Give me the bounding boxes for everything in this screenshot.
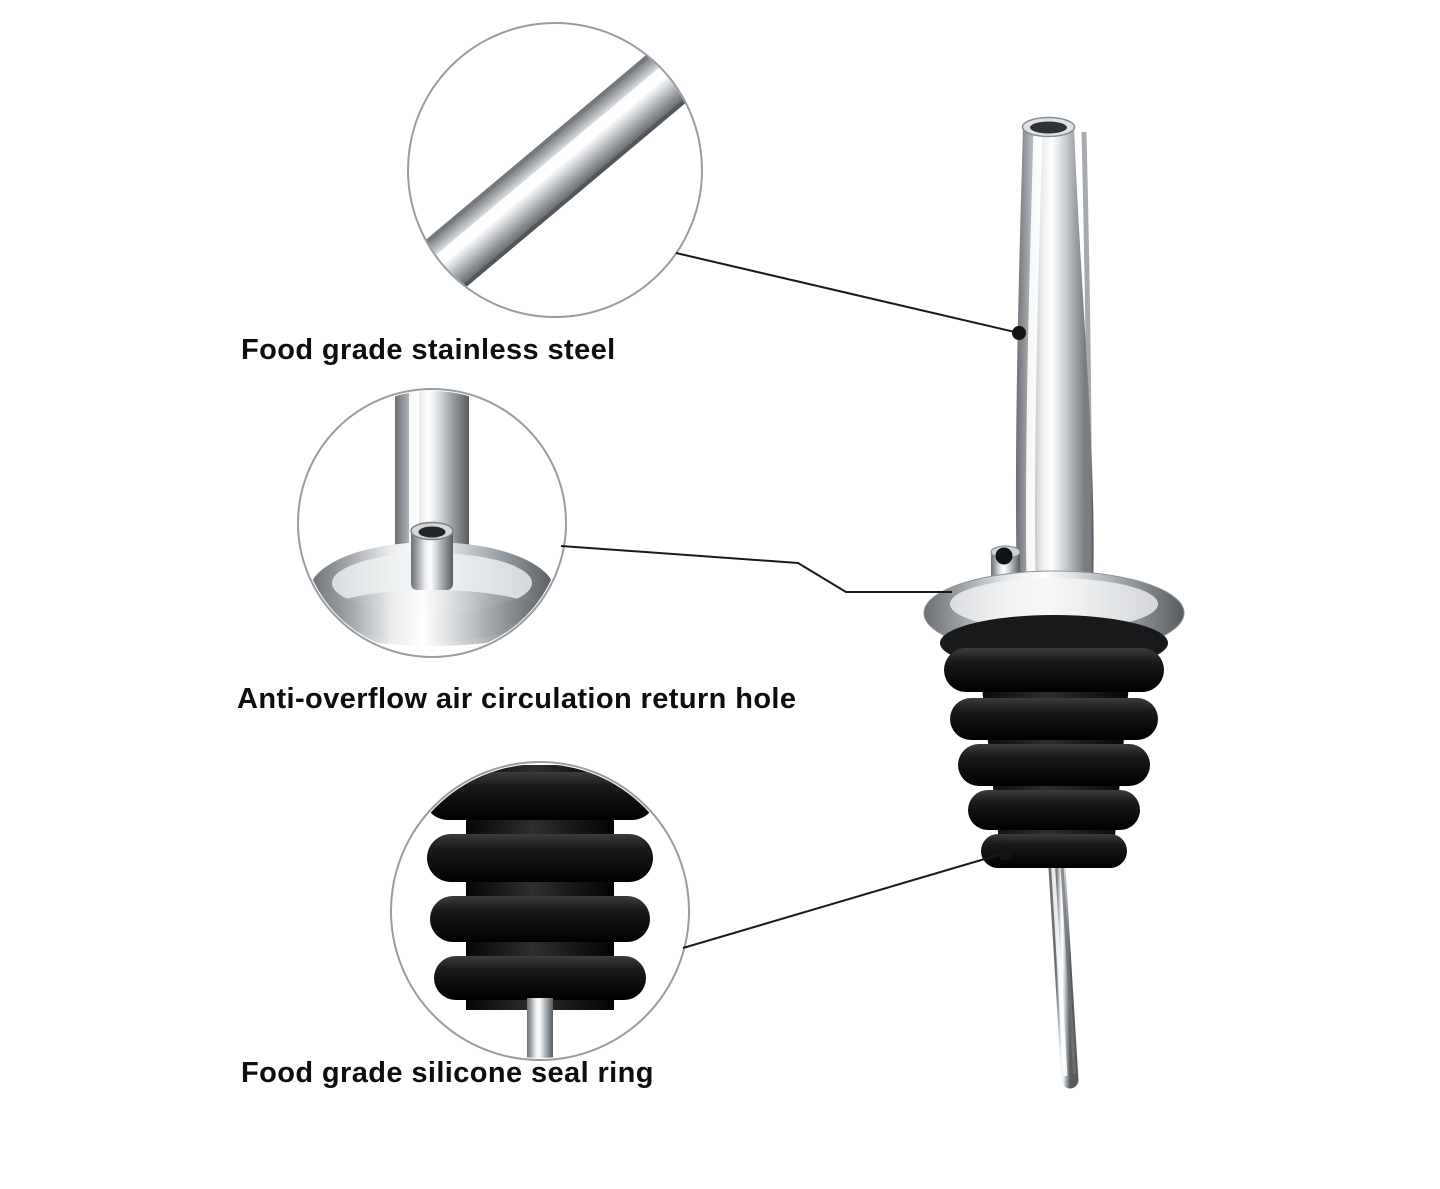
callout-dot-steel	[1012, 326, 1026, 340]
dip-tube-zoomed	[527, 998, 553, 1058]
spout-tube	[1015, 116, 1094, 590]
zoom-circle-airhole	[297, 388, 567, 658]
air-return-hole-zoomed	[418, 526, 446, 538]
callout-line-steel	[675, 252, 1020, 334]
seal-ring	[944, 648, 1164, 692]
callout-line-airhole	[560, 545, 952, 593]
callout-line-seal	[682, 852, 1006, 949]
silicone-stopper	[944, 648, 1164, 868]
callout-dot-seal	[998, 846, 1012, 860]
flange-collar	[923, 570, 1185, 671]
dip-tube	[1047, 843, 1079, 1089]
label-silicone-seal: Food grade silicone seal ring	[241, 1057, 654, 1089]
seal-ring	[981, 834, 1127, 868]
main-product	[923, 116, 1185, 1089]
seal-ring	[958, 744, 1150, 786]
label-air-return-hole: Anti-overflow air circulation return hol…	[237, 683, 797, 715]
label-stainless-steel: Food grade stainless steel	[241, 334, 616, 366]
seal-ring	[968, 790, 1140, 830]
zoom-circle-seal	[390, 761, 690, 1061]
zoom-circle-steel	[407, 22, 703, 318]
seal-ring	[950, 698, 1158, 740]
air-return-hole	[995, 547, 1013, 565]
callout-lines	[560, 252, 1020, 949]
